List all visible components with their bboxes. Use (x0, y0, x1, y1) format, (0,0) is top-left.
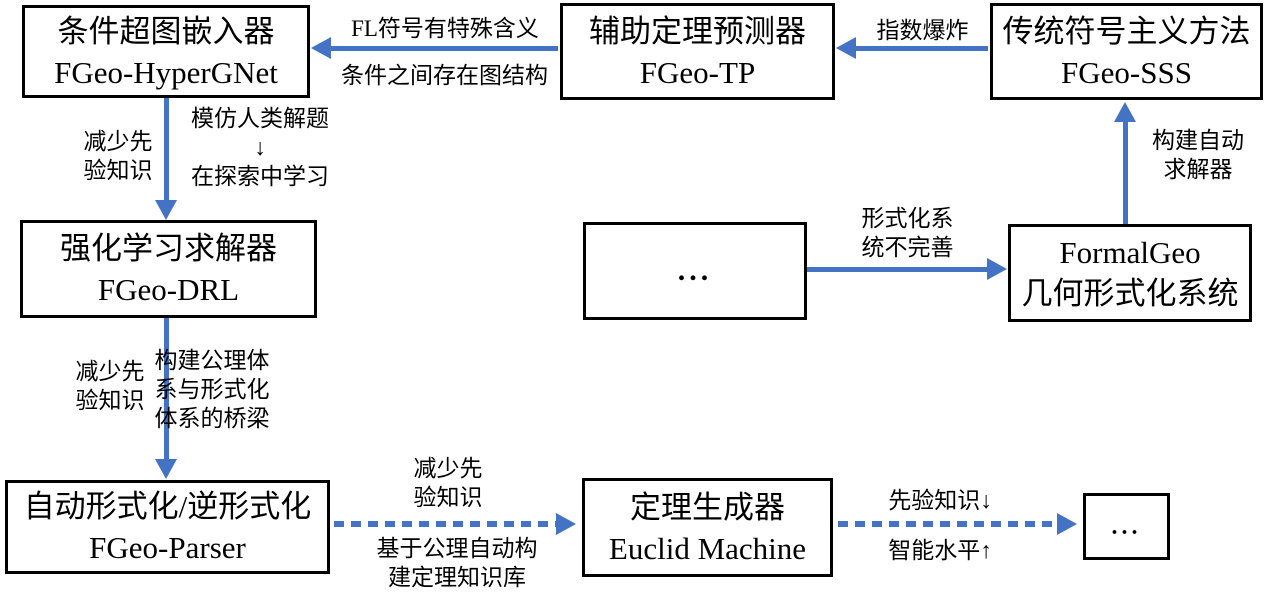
arrowhead-down-icon (155, 200, 177, 220)
arrowhead-up-icon (1114, 102, 1136, 122)
box-fgeo-sss: 传统符号主义方法 FGeo-SSS (990, 3, 1263, 100)
arrow-sss-to-tp (854, 46, 988, 51)
arrowhead-right-icon (987, 258, 1007, 280)
box-fgeo-parser: 自动形式化/逆形式化 FGeo-Parser (5, 480, 330, 574)
label-intelligence-up: 智能水平↑ (888, 538, 992, 563)
arrowhead-down-icon (155, 459, 177, 479)
box-euclid-machine-title: 定理生成器 (630, 489, 785, 525)
box-fgeo-parser-title: 自动形式化/逆形式化 (23, 489, 312, 524)
arrow-parser-to-euclid (334, 521, 557, 527)
box-fgeo-drl-subtitle: FGeo-DRL (97, 272, 240, 307)
arrowhead-right-icon (556, 513, 576, 535)
arrow-formalgeo-to-sss (1123, 120, 1128, 224)
label-build-auto-solver: 构建自动 求解器 (1152, 128, 1244, 182)
box-end-ellipsis: ... (1083, 493, 1170, 560)
box-fgeo-hypergnet-title: 条件超图嵌入器 (57, 13, 275, 49)
arrowhead-right-icon (1057, 513, 1077, 535)
box-fgeo-hypergnet: 条件超图嵌入器 FGeo-HyperGNet (22, 5, 310, 98)
box-fgeo-drl: 强化学习求解器 FGeo-DRL (20, 220, 317, 318)
box-formalgeo: FormalGeo 几何形式化系统 (1008, 224, 1252, 322)
box-mid-ellipsis: ... (583, 222, 807, 320)
box-formalgeo-title: FormalGeo (1059, 235, 1201, 270)
label-reduce-prior-3: 减少先 验知识 (413, 456, 483, 510)
arrow-drl-to-parser (164, 318, 169, 461)
box-fgeo-parser-subtitle: FGeo-Parser (89, 530, 246, 565)
label-graph-structure: 条件之间存在图结构 (341, 63, 548, 88)
label-axiom-bridge: 构建公理体 系与形式化 体系的桥梁 (154, 348, 270, 431)
box-end-ellipsis-title: ... (1111, 513, 1142, 540)
box-fgeo-sss-title: 传统符号主义方法 (1002, 13, 1251, 49)
box-euclid-machine-subtitle: Euclid Machine (608, 530, 807, 566)
box-fgeo-tp-title: 辅助定理预测器 (589, 13, 806, 49)
label-formal-system-incomplete: 形式化系 统不完善 (861, 206, 954, 260)
label-prior-knowledge-down: 先验知识↓ (888, 488, 992, 513)
arrow-hypergnet-to-drl (164, 98, 169, 202)
box-fgeo-sss-subtitle: FGeo-SSS (1061, 54, 1192, 90)
box-formalgeo-subtitle: 几何形式化系统 (1021, 276, 1239, 311)
box-mid-ellipsis-title: ... (677, 254, 713, 287)
label-imitate-human: 模仿人类解题 ↓ 在探索中学习 (191, 106, 329, 189)
label-fl-symbols: FL符号有特殊含义 (351, 16, 539, 41)
arrowhead-left-icon (836, 37, 856, 59)
label-reduce-prior-2: 减少先 验知识 (75, 359, 145, 413)
label-reduce-prior-1: 减少先 验知识 (83, 129, 153, 183)
box-fgeo-tp: 辅助定理预测器 FGeo-TP (560, 3, 835, 100)
box-fgeo-hypergnet-subtitle: FGeo-HyperGNet (54, 54, 278, 90)
label-axiom-theorem-kb: 基于公理自动构 建定理知识库 (376, 536, 538, 590)
box-euclid-machine: 定理生成器 Euclid Machine (582, 478, 833, 577)
box-fgeo-tp-subtitle: FGeo-TP (639, 54, 756, 90)
arrowhead-left-icon (311, 37, 331, 59)
arrow-tp-to-hypergnet (329, 46, 558, 51)
arrow-ellipsis-to-formalgeo (807, 267, 989, 272)
box-fgeo-drl-title: 强化学习求解器 (60, 231, 277, 266)
arrow-euclid-to-end (838, 521, 1058, 527)
label-exponential-explosion: 指数爆炸 (876, 18, 969, 43)
